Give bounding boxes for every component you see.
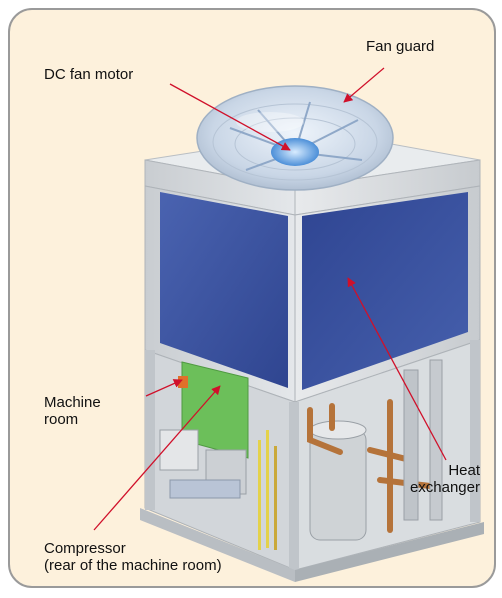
outdoor-unit-illustration	[93, 67, 484, 582]
leader-arrows	[93, 67, 447, 531]
arrow-compressor	[93, 385, 221, 531]
fan-motor-hub	[271, 138, 319, 166]
label-fan-guard: Fan guard	[366, 38, 435, 55]
label-compressor: Compressor (rear of the machine room)	[44, 540, 222, 574]
heat-exchanger-panel-left	[160, 192, 288, 388]
label-heat-exchanger-line1: Heat	[448, 462, 480, 479]
diagram-frame: Fan guard DC fan motor Machine room Heat…	[8, 8, 496, 588]
fan-guard-dome	[196, 85, 394, 191]
label-heat-exchanger-line2: exchanger	[409, 479, 480, 496]
label-heat-exchanger: Heat exchanger	[410, 462, 480, 496]
label-machine-room-line2: room	[44, 411, 79, 428]
label-compressor-line1: Compressor	[44, 540, 126, 557]
arrow-fan-guard	[343, 67, 385, 103]
label-machine-room: Machine room	[44, 394, 101, 428]
label-machine-room-line1: Machine	[44, 394, 101, 411]
arrow-dc-fan-motor	[169, 83, 291, 151]
arrow-heat-exchanger	[347, 277, 447, 461]
heat-exchanger-section	[144, 185, 481, 403]
label-dc-fan-motor: DC fan motor	[44, 66, 134, 83]
label-compressor-line2: (rear of the machine room)	[44, 557, 222, 574]
unit-base	[140, 508, 484, 582]
heat-exchanger-panel-right	[302, 192, 468, 390]
arrow-machine-room	[145, 379, 183, 397]
machine-room-section	[144, 339, 481, 571]
